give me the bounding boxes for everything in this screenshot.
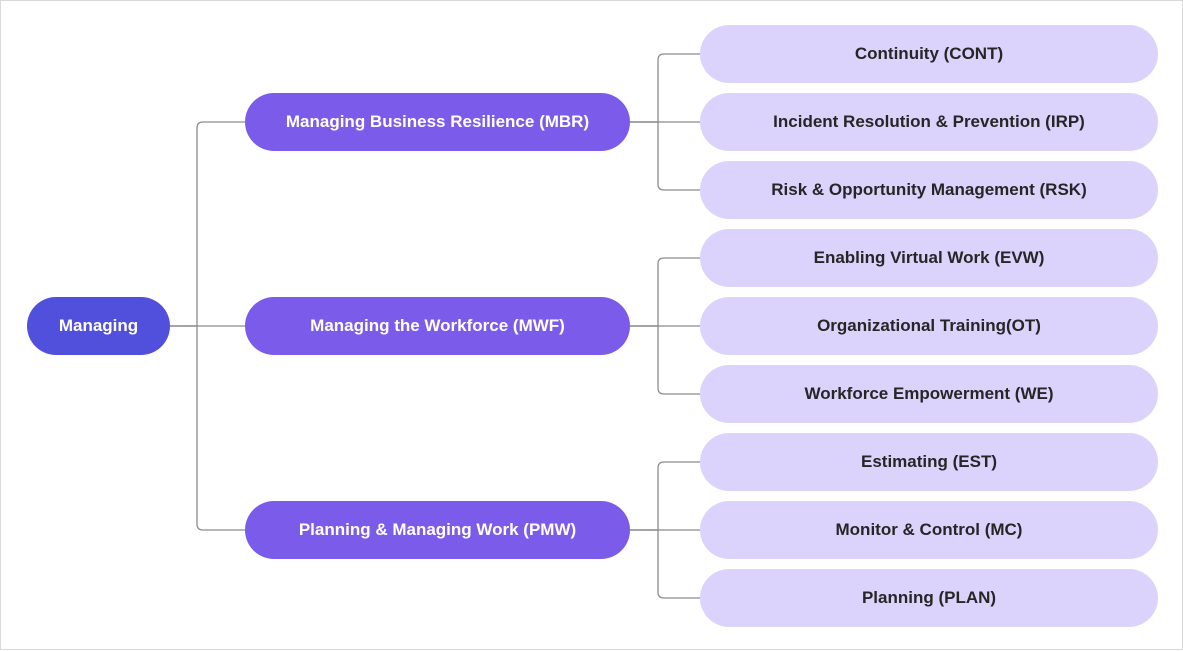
leaf-node-label: Risk & Opportunity Management (RSK) bbox=[771, 180, 1087, 199]
branch-to-leaf-connector bbox=[630, 257, 700, 327]
branch-node-label: Managing the Workforce (MWF) bbox=[310, 316, 565, 335]
branch-to-leaf-connector bbox=[630, 121, 700, 191]
leaf-node-label: Planning (PLAN) bbox=[861, 588, 997, 607]
branch-to-leaf-connector bbox=[630, 325, 700, 395]
branch-node-label: Managing Business Resilience (MBR) bbox=[285, 112, 590, 131]
root-to-branch-connector bbox=[170, 325, 245, 531]
leaf-node-ot[interactable]: Organizational Training(OT) bbox=[700, 297, 1158, 356]
root-node[interactable]: Managing bbox=[27, 297, 170, 356]
leaf-node-irp[interactable]: Incident Resolution & Prevention (IRP) bbox=[700, 93, 1158, 152]
branch-to-leaf-connector bbox=[630, 529, 700, 599]
branch-to-leaf-connector bbox=[630, 53, 700, 123]
leaf-node-evw[interactable]: Enabling Virtual Work (EVW) bbox=[700, 229, 1158, 288]
branch-node-mwf[interactable]: Managing the Workforce (MWF) bbox=[245, 297, 630, 356]
branch-node-pmw[interactable]: Planning & Managing Work (PMW) bbox=[245, 501, 630, 560]
leaf-node-est[interactable]: Estimating (EST) bbox=[700, 433, 1158, 492]
branch-to-leaf-connector bbox=[630, 461, 700, 531]
leaf-node-label: Estimating (EST) bbox=[860, 452, 997, 471]
leaf-node-label: Monitor & Control (MC) bbox=[835, 520, 1023, 539]
leaf-node-label: Enabling Virtual Work (EVW) bbox=[813, 248, 1045, 267]
leaf-node-label: Incident Resolution & Prevention (IRP) bbox=[773, 112, 1085, 131]
leaf-node-rsk[interactable]: Risk & Opportunity Management (RSK) bbox=[700, 161, 1158, 220]
leaf-node-label: Organizational Training(OT) bbox=[817, 316, 1041, 335]
branch-node-label: Planning & Managing Work (PMW) bbox=[298, 520, 577, 539]
leaf-node-mc[interactable]: Monitor & Control (MC) bbox=[700, 501, 1158, 560]
leaf-node-label: Continuity (CONT) bbox=[854, 44, 1004, 63]
root-to-branch-connector bbox=[170, 121, 245, 327]
leaf-node-we[interactable]: Workforce Empowerment (WE) bbox=[700, 365, 1158, 424]
leaf-node-plan[interactable]: Planning (PLAN) bbox=[700, 569, 1158, 628]
branch-node-mbr[interactable]: Managing Business Resilience (MBR) bbox=[245, 93, 630, 152]
leaf-node-label: Workforce Empowerment (WE) bbox=[804, 384, 1054, 403]
root-node-label: Managing bbox=[58, 316, 139, 335]
leaf-node-cont[interactable]: Continuity (CONT) bbox=[700, 25, 1158, 84]
